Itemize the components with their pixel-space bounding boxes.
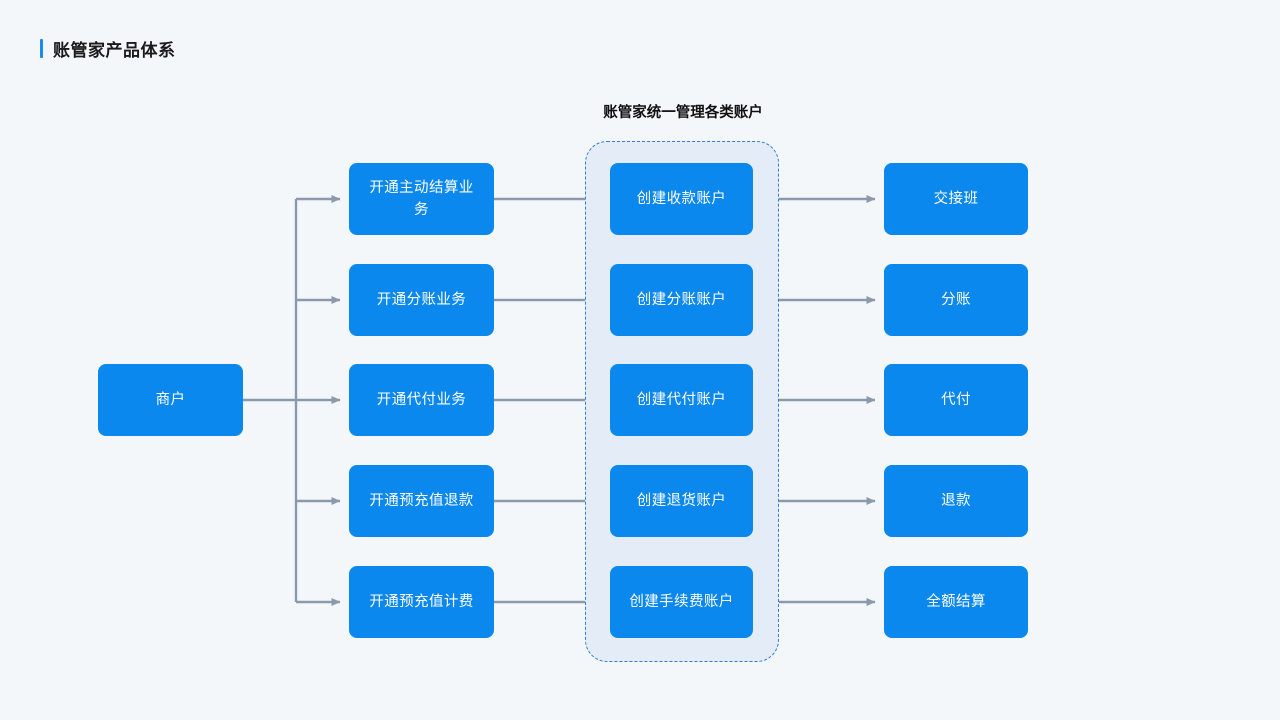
node-open-business-3[interactable]: 开通代付业务 xyxy=(349,364,494,436)
node-open-business-2[interactable]: 开通分账业务 xyxy=(349,264,494,336)
node-create-account-4[interactable]: 创建退货账户 xyxy=(610,465,753,537)
node-create-account-1[interactable]: 创建收款账户 xyxy=(610,163,753,235)
node-create-account-2[interactable]: 创建分账账户 xyxy=(610,264,753,336)
node-create-account-3[interactable]: 创建代付账户 xyxy=(610,364,753,436)
page-header: 账管家产品体系 xyxy=(40,36,176,61)
node-create-account-5[interactable]: 创建手续费账户 xyxy=(610,566,753,638)
node-capability-1[interactable]: 交接班 xyxy=(884,163,1028,235)
title-accent-bar xyxy=(40,39,43,58)
node-merchant[interactable]: 商户 xyxy=(98,364,243,436)
node-open-business-5[interactable]: 开通预充值计费 xyxy=(349,566,494,638)
node-capability-3[interactable]: 代付 xyxy=(884,364,1028,436)
node-open-business-4[interactable]: 开通预充值退款 xyxy=(349,465,494,537)
node-capability-5[interactable]: 全额结算 xyxy=(884,566,1028,638)
node-capability-4[interactable]: 退款 xyxy=(884,465,1028,537)
page-title: 账管家产品体系 xyxy=(53,41,176,60)
node-capability-2[interactable]: 分账 xyxy=(884,264,1028,336)
group-caption: 账管家统一管理各类账户 xyxy=(603,105,763,121)
node-open-business-1[interactable]: 开通主动结算业务 xyxy=(349,163,494,235)
